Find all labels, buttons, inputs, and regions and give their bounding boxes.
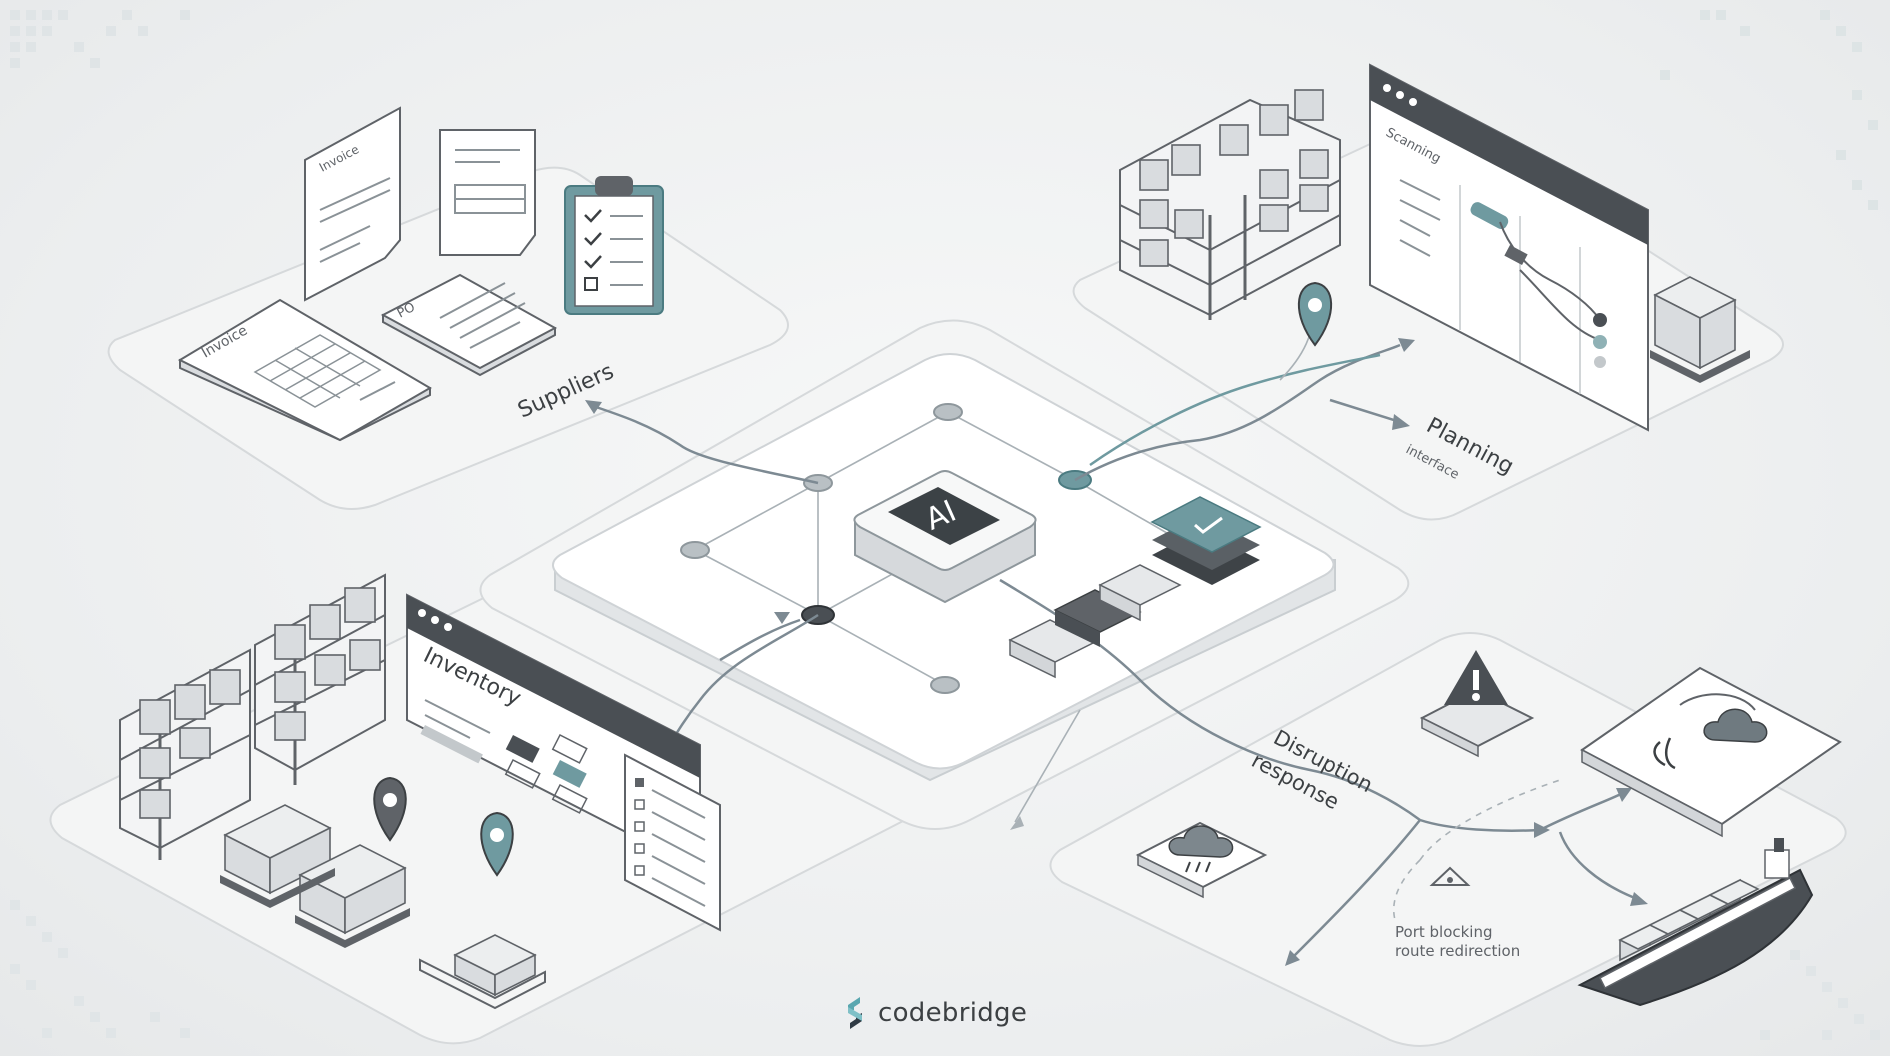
platform-node-bottom [931,677,959,693]
decor-dots-top-left [10,10,190,68]
decor-dots-bottom-right [1760,950,1880,1040]
decor-dots-bottom-left [10,900,190,1038]
checklist-icon [565,176,663,314]
brand: codebridge [840,993,1027,1033]
document-icon [440,130,535,255]
platform-node-far-left [681,542,709,558]
port-label-line2: route redirection [1395,942,1520,960]
platform-node-top [934,404,962,420]
brand-name: codebridge [878,998,1027,1028]
port-label-line1: Port blocking [1395,923,1493,941]
brand-logo-icon [840,993,870,1033]
decor-dots-top-right [1660,10,1878,210]
